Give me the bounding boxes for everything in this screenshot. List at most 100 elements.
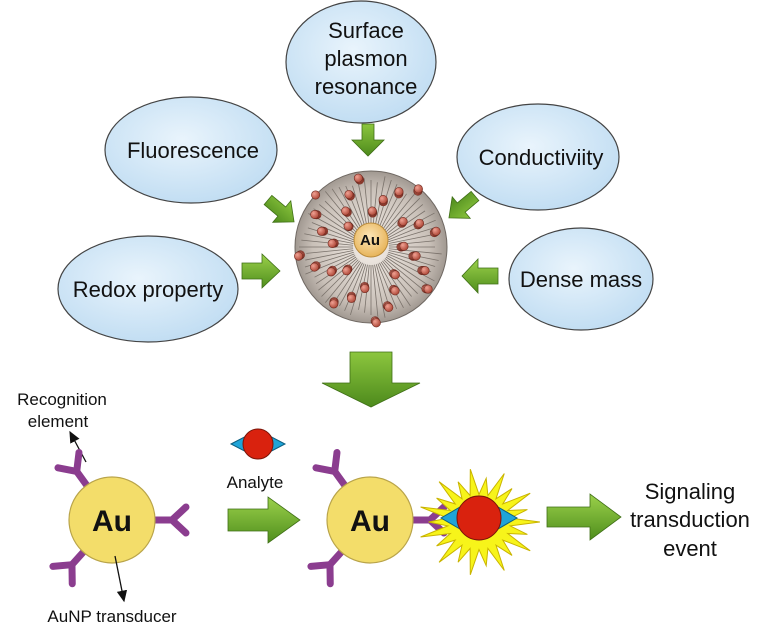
ligand-chain [383,259,418,294]
recognition-element-label: Recognition element [17,390,107,431]
ligand-end-group [329,299,339,309]
ligand-end-group [411,251,421,261]
ligand-chain [377,263,398,310]
ligand-chain [379,262,404,309]
arrow-binding [227,496,301,544]
ligand-chain [314,255,356,278]
ligand-end-group [415,218,425,228]
ligand-chain [388,226,437,243]
transducer-pointer [114,555,128,603]
fluorescence-oval: Fluorescence [104,96,278,204]
ligand-end-group [423,284,433,294]
ligand-end-group [431,226,441,236]
functionalized-nanoparticle: Au [294,170,448,328]
ligand-chain [301,239,354,246]
analyte-label: Analyte [227,473,284,492]
dense-mass-label: Dense mass [520,267,642,292]
ligand-chain [372,182,378,230]
ligand-chain [386,212,435,239]
big-down-arrow [321,351,421,408]
surface-plasmon-oval: Surface plasmon resonance [285,0,437,124]
ligand-chain [305,250,354,261]
ligand-end-group [346,293,356,303]
ligand-chain [380,193,407,233]
ligand-chain [325,260,360,303]
ligand-chain [307,227,354,243]
ligand-chain [374,264,386,318]
ligand-chain [387,219,436,241]
ligand-chain [383,197,421,235]
ligand-end-group [309,262,319,272]
recognition-line1: Recognition [17,390,107,409]
signaling-line1: Signaling [645,479,736,504]
ligand-shell [294,173,442,328]
ligand-chain [318,258,358,291]
ligand-end-group [326,267,336,277]
ligand-chain [372,264,379,317]
ligand-end-group [311,190,321,200]
ligand-chain [385,256,430,287]
arrow-from-surface-plasmon [351,123,385,157]
redox-label: Redox property [73,277,223,302]
au-left-label: Au [92,505,132,538]
ligand-chain [388,240,435,246]
ligand-end-group [384,302,394,312]
ligand-chain [321,259,359,297]
ligand-end-group [342,266,352,276]
ligand-chain [350,264,367,316]
ligand-end-group [398,217,408,227]
arrow-from-conductivity [448,190,480,219]
ligand-chain [338,186,363,232]
ligand-end-group [390,286,400,296]
ligand-end-group [360,284,370,294]
ligand-chain [344,263,365,311]
ligand-end-group [394,187,404,197]
gold-core-label: Au [360,232,380,249]
ligand-chain [380,261,411,307]
ligand-chain [382,191,417,234]
redox-oval: Redox property [57,235,239,343]
signaling-label: Signaling transduction event [630,479,750,561]
bound-analyte [420,469,540,575]
ligand-chain [304,233,354,244]
ligand-chain [356,177,368,230]
ligand-end-group [420,266,430,276]
ligand-end-group [378,195,388,205]
au-right-label: Au [350,505,390,538]
conductivity-label: Conductiviity [479,145,604,170]
ligand-chain [352,185,367,230]
ligand-end-group [353,173,363,183]
arrow-from-dense-mass [461,257,499,295]
ligand-chain [386,255,435,282]
ligand-end-group [341,206,351,216]
fluorescence-label: Fluorescence [127,138,259,163]
analyte-symbol [229,428,287,460]
ligand-end-group [371,318,381,328]
ligand-end-group [327,238,337,248]
arrow-from-fluorescence [263,194,295,223]
ligand-chain [311,222,355,241]
ligand-chain [388,233,436,244]
signaling-line2: transduction [630,507,750,532]
ligand-end-group [294,251,304,261]
ligand-chain [363,178,370,230]
ligand-end-group [316,226,326,236]
arrow-signal [546,493,622,541]
arrow-from-redox [241,253,281,289]
dense-mass-oval: Dense mass [508,227,654,331]
ligand-end-group [399,241,409,251]
ligand-end-group [344,189,354,199]
ligand-end-group [413,184,423,194]
surface-plasmon-line1: Surface [328,18,404,43]
ligand-end-group [343,221,353,231]
ligand-end-group [367,206,377,216]
ligand-chain [384,258,424,291]
surface-plasmon-line3: resonance [315,74,418,99]
aunp-left: Au [49,449,190,588]
conductivity-oval: Conductiviity [456,103,620,211]
ligand-chain [339,262,363,307]
recognition-line2: element [28,412,89,431]
transducer-label: AuNP transducer [47,607,176,626]
ligand-end-group [310,210,320,220]
